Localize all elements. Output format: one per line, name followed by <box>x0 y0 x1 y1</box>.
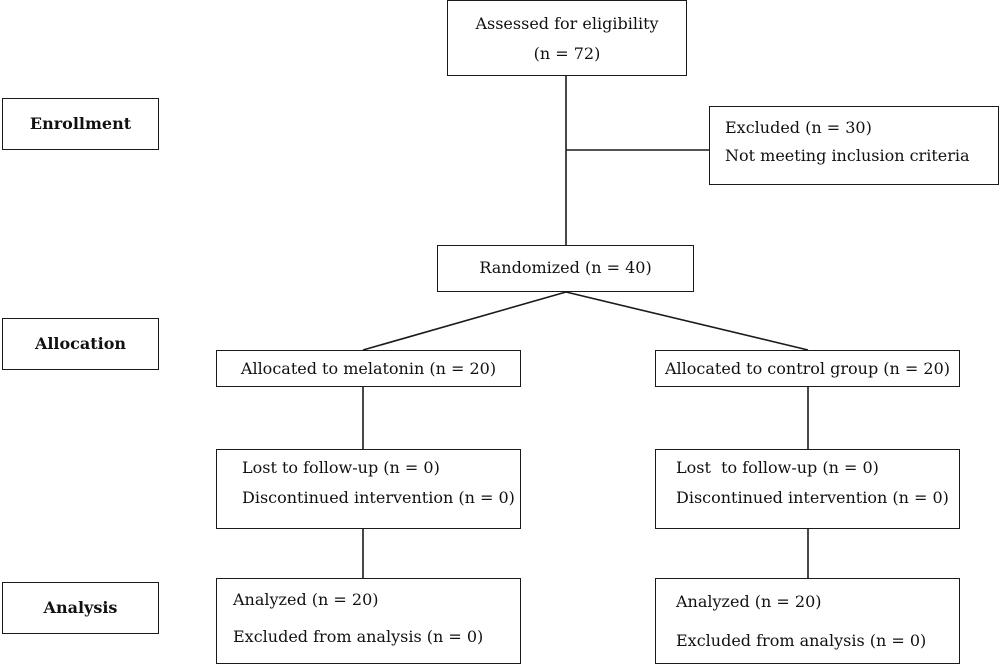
melatonin-analyzed-label: Analyzed (n = 20) <box>233 590 379 609</box>
randomized-label: Randomized (n = 40) <box>479 258 652 277</box>
excluded-count: Excluded (n = 30) <box>725 118 872 137</box>
assessed-count: (n = 72) <box>533 44 601 63</box>
control-discontinued-label: Discontinued intervention (n = 0) <box>676 488 949 507</box>
connector-randomized-to-melatonin <box>362 291 567 351</box>
excluded-box: Excluded (n = 30) Not meeting inclusion … <box>709 106 999 185</box>
excluded-reason: Not meeting inclusion criteria <box>725 146 970 165</box>
melatonin-lost-label: Lost to follow-up (n = 0) <box>242 458 440 477</box>
control-excluded-analysis-label: Excluded from analysis (n = 0) <box>676 631 927 650</box>
connector-randomized-to-control <box>565 291 809 351</box>
control-analysis-box: Analyzed (n = 20) Excluded from analysis… <box>655 578 960 664</box>
stage-analysis-label: Analysis <box>43 598 118 617</box>
control-lost-label: Lost to follow-up (n = 0) <box>676 458 879 477</box>
control-allocated-box: Allocated to control group (n = 20) <box>655 350 960 387</box>
control-followup-box: Lost to follow-up (n = 0) Discontinued i… <box>655 449 960 529</box>
control-allocated-label: Allocated to control group (n = 20) <box>665 359 950 378</box>
stage-enrollment: Enrollment <box>2 98 159 150</box>
assessed-box: Assessed for eligibility (n = 72) <box>447 0 687 76</box>
stage-enrollment-label: Enrollment <box>29 114 132 133</box>
melatonin-discontinued-label: Discontinued intervention (n = 0) <box>242 488 515 507</box>
melatonin-allocated-label: Allocated to melatonin (n = 20) <box>240 359 497 378</box>
melatonin-excluded-analysis-label: Excluded from analysis (n = 0) <box>233 627 484 646</box>
stage-allocation: Allocation <box>2 318 159 370</box>
stage-analysis: Analysis <box>2 582 159 634</box>
melatonin-followup-box: Lost to follow-up (n = 0) Discontinued i… <box>216 449 521 529</box>
control-analyzed-label: Analyzed (n = 20) <box>676 592 822 611</box>
melatonin-analysis-box: Analyzed (n = 20) Excluded from analysis… <box>216 578 521 664</box>
melatonin-allocated-box: Allocated to melatonin (n = 20) <box>216 350 521 387</box>
randomized-box: Randomized (n = 40) <box>437 245 694 292</box>
stage-allocation-label: Allocation <box>34 334 127 353</box>
assessed-title: Assessed for eligibility <box>475 14 659 33</box>
